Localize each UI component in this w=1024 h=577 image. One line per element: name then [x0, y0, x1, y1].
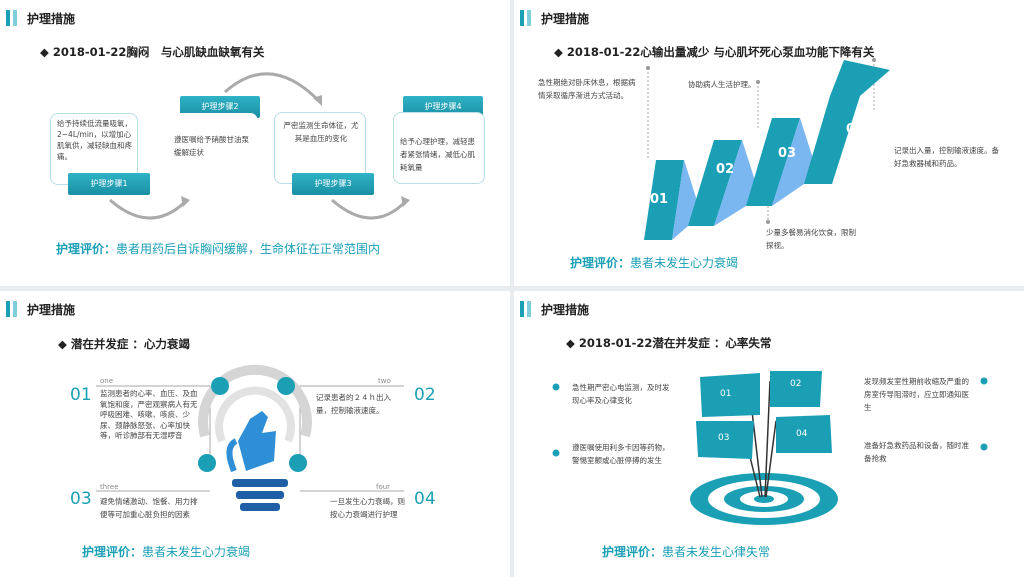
eval-label: 护理评价：: [82, 545, 143, 559]
panel-subtitle: ◆ 2018-01-22潜在并发症 ：心率失常: [566, 336, 772, 350]
step-01: 01: [650, 192, 669, 207]
item-03-word: three: [100, 483, 119, 491]
step-3-tag: 护理步骤3: [292, 173, 374, 195]
nursing-evaluation: 护理评价：患者未发生心力衰竭: [570, 254, 738, 271]
item-04-word: four: [376, 483, 391, 491]
panel-cardiac-output: 护理措施 ◆ 2018-01-22心输出量减少 与心肌坏死心泵血功能下降有关 0…: [514, 0, 1024, 286]
left-note-1: 急性期严密心电监测，及时发现心率及心律变化: [572, 383, 670, 405]
item-03-number: 03: [70, 489, 92, 509]
nursing-evaluation: 护理评价：患者未发生心力衰竭: [82, 543, 250, 560]
header-bars-icon: [520, 301, 532, 317]
flow-arrows: [109, 72, 410, 220]
step-1-text: 给予持续低流量吸氧，2~4L/min，以增加心肌氧供，减轻缺血和疼痛。: [57, 119, 132, 161]
target-flags-graphic: [552, 371, 988, 525]
flag-02: 02: [790, 379, 802, 389]
panel-header: 护理措施: [541, 12, 590, 26]
panel-subtitle: ◆ 潜在并发症 ：心力衰竭: [58, 337, 190, 351]
step-04: 04: [846, 122, 865, 137]
flag-03: 03: [718, 433, 730, 443]
panel-header: 护理措施: [27, 303, 76, 317]
eval-label: 护理评价：: [570, 256, 631, 270]
step-4-text: 给予心理护理，减轻患者紧张情绪，减低心肌耗氧量: [400, 137, 475, 172]
item-01-text: 监测患者的心率、血压、及血氧饱和度，严密观察病人有无呼吸困难、咳嗽、咳痰、少尿、…: [100, 389, 198, 440]
flag-04: 04: [796, 429, 808, 439]
header-bars-icon: [520, 10, 532, 26]
panel-arrhythmia: 护理措施 ◆ 2018-01-22潜在并发症 ：心率失常 01 02 03 04…: [514, 291, 1024, 577]
eval-text: 患者未发生心力衰竭: [142, 545, 251, 559]
panel-heart-failure: 护理措施 ◆ 潜在并发症 ：心力衰竭 01 one 监测患者的心率、血压、及血氧…: [0, 291, 510, 577]
item-04-text: 一旦发生心力衰竭，则按心力衰竭进行护理: [330, 497, 405, 519]
flag-01: 01: [720, 389, 732, 399]
step-02: 02: [716, 162, 735, 177]
eval-label: 护理评价：: [56, 242, 117, 256]
note-2: 协助病人生活护理。: [688, 80, 756, 89]
item-02-word: two: [378, 377, 391, 385]
note-1: 急性期绝对卧床休息，根据病情采取循序渐进方式活动。: [538, 78, 636, 100]
item-01-number: 01: [70, 385, 92, 405]
eval-text: 患者用药后自诉胸闷缓解，生命体征在正常范围内: [116, 242, 381, 256]
step-2-text: 遵医嘱给予硝酸甘油泵缓解症状: [174, 135, 249, 157]
step-03: 03: [778, 146, 797, 161]
panel-chest-tightness: 护理措施 ◆ 2018-01-22胸闷 与心肌缺血缺氧有关 给予持续低流量吸氧，…: [0, 0, 510, 286]
eval-label: 护理评价：: [602, 545, 663, 559]
item-02-text: 记录患者的２４ｈ出入量，控制输液速度。: [316, 393, 391, 415]
panel-subtitle: ◆ 2018-01-22胸闷 与心肌缺血缺氧有关: [40, 45, 265, 59]
panel-subtitle: ◆ 2018-01-22心输出量减少 与心肌坏死心泵血功能下降有关: [554, 45, 875, 59]
right-note-1: 发现频发室性期前收缩及严重的房室传导阻滞时，应立即通知医生: [864, 377, 969, 412]
item-04-number: 04: [414, 489, 436, 509]
zigzag-arrow-graphic: [644, 58, 890, 240]
eval-text: 患者未发生心律失常: [662, 545, 771, 559]
step-4-box: 给予心理护理，减轻患者紧张情绪，减低心肌耗氧量: [393, 112, 485, 184]
note-3: 少量多餐易消化饮食，限制探视。: [766, 228, 856, 250]
item-02-number: 02: [414, 385, 436, 405]
panel-header: 护理措施: [541, 303, 590, 317]
nursing-evaluation: 护理评价：患者未发生心律失常: [602, 543, 770, 560]
step-3-text: 严密监测生命体征，尤其是血压的变化: [283, 121, 359, 143]
item-01-word: one: [100, 377, 114, 385]
step-2-tag: 护理步骤2: [180, 96, 260, 118]
panel-header: 护理措施: [27, 12, 76, 26]
lightbulb-hand-graphic: [96, 364, 404, 511]
right-note-2: 准备好急救药品和设备，随时准备抢救: [864, 441, 969, 463]
nursing-evaluation: 护理评价：患者用药后自诉胸闷缓解，生命体征在正常范围内: [56, 240, 380, 257]
header-bars-icon: [6, 10, 18, 26]
item-03-text: 避免情绪激动、饱餐、用力排便等可加重心脏负担的因素: [100, 497, 198, 519]
step-2-box: 遵医嘱给予硝酸甘油泵缓解症状: [168, 113, 258, 183]
note-4: 记录出入量，控制输液速度。备好急救器械和药品。: [894, 146, 999, 168]
left-note-2: 遵医嘱使用利多卡因等药物，警惕室颤或心脏停搏的发生: [572, 443, 670, 465]
eval-text: 患者未发生心力衰竭: [630, 256, 739, 270]
step-1-tag: 护理步骤1: [68, 173, 150, 195]
header-bars-icon: [6, 301, 18, 317]
